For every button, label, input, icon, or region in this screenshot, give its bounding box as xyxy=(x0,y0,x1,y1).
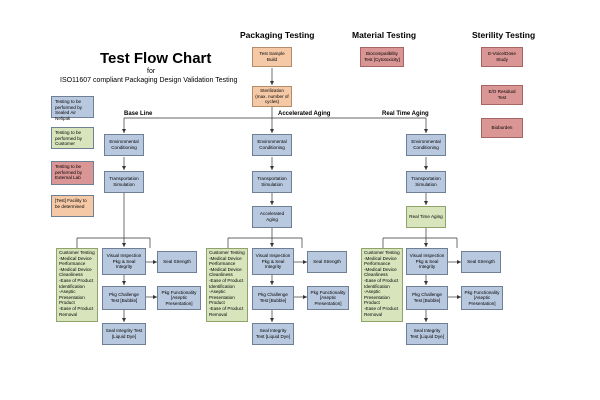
biocompatibility-box: Biocompatibility Test [Cytotoxicity] xyxy=(360,47,404,67)
customer-testing-line: Product xyxy=(364,300,380,306)
accel-visual-inspection-box: Visual Inspection Pkg & Seal Integrity xyxy=(252,248,294,275)
customer-testing-line: Identification xyxy=(59,283,85,289)
customer-testing-line: -Aseptic xyxy=(59,289,76,295)
eo-dose-study-box: E-Voice/Dose Study xyxy=(481,47,523,67)
customer-testing-line: -Aseptic xyxy=(209,289,226,295)
customer-testing-line: Removal xyxy=(59,311,78,317)
base-transport-sim-box: Transportation Simulation xyxy=(104,171,144,193)
legend-sealed-air: Testing to be performed by Sealed Air Ne… xyxy=(51,96,94,121)
legend-tbd: [Test] Facility to be determined xyxy=(51,195,94,217)
header-packaging: Packaging Testing xyxy=(240,30,315,40)
accel-pkg-functionality-box: Pkg Functionality [Aseptic Presentation] xyxy=(307,286,349,310)
customer-testing-line: -Medical Device xyxy=(364,255,397,261)
customer-testing-line: -Ease of Product xyxy=(209,305,244,311)
customer-testing-line: -Ease of Product xyxy=(59,305,94,311)
real-pkg-challenge-box: Pkg Challenge Test [Bubble] xyxy=(406,286,448,310)
customer-testing-line: Removal xyxy=(364,311,383,317)
accel-env-conditioning-box: Environmental Conditioning xyxy=(252,134,292,156)
eo-residual-box: E/O Residual Test xyxy=(481,85,523,105)
customer-testing-line: Presentation xyxy=(364,294,390,300)
customer-testing-line: -Medical Device xyxy=(59,266,92,272)
real-transport-sim-box: Transportation Simulation xyxy=(406,171,446,193)
customer-testing-line: -Medical Device xyxy=(209,266,242,272)
customer-testing-line: -Medical Device xyxy=(209,255,242,261)
customer-testing-line: -Medical Device xyxy=(59,255,92,261)
subtitle-for: for xyxy=(147,68,156,75)
base-visual-inspection-box: Visual Inspection Pkg & Seal Integrity xyxy=(102,248,146,275)
bioburden-box: Bioburden xyxy=(481,118,523,138)
real-seal-integrity-box: Seal Integrity Test [Liquid Dye] xyxy=(406,323,448,345)
accel-pkg-challenge-box: Pkg Challenge Test [Bubble] xyxy=(252,286,294,310)
customer-testing-line: -Ease of Product xyxy=(209,277,244,283)
customer-testing-line: -Medical Device xyxy=(364,266,397,272)
customer-testing-line: Customer Testing xyxy=(209,250,245,255)
customer-testing-line: -Aseptic xyxy=(364,289,381,295)
base-pkg-challenge-box: Pkg Challenge Test [Bubble] xyxy=(102,286,146,310)
real-seal-strength-box: Seal Strength xyxy=(461,251,501,273)
label-base-line: Base Line xyxy=(124,111,153,117)
customer-testing-line: -Ease of Product xyxy=(364,305,399,311)
customer-testing-line: -Ease of Product xyxy=(364,277,399,283)
accel-seal-strength-box: Seal Strength xyxy=(307,251,347,273)
legend-external-lab: Testing to be performed by External Lab xyxy=(51,161,94,185)
customer-testing-line: Customer Testing xyxy=(364,250,400,255)
label-real-time-aging: Real Time Aging xyxy=(382,111,429,117)
base-env-conditioning-box: Environmental Conditioning xyxy=(104,134,144,156)
customer-testing-line: Performance xyxy=(59,261,86,267)
customer-testing-line: Product xyxy=(59,300,75,306)
customer-testing-line: Cleanliness xyxy=(209,272,233,278)
legend-customer: Testing to be performed by Customer xyxy=(51,127,94,149)
real-pkg-functionality-box: Pkg Functionality [Aseptic Presentation] xyxy=(461,286,503,310)
customer-testing-line: Product xyxy=(209,300,225,306)
base-seal-strength-box: Seal Strength xyxy=(157,251,197,273)
customer-testing-line: Customer Testing xyxy=(59,250,95,255)
base-seal-integrity-box: Seal Integrity Test [Liquid Dye] xyxy=(102,323,146,345)
header-sterility: Sterility Testing xyxy=(472,30,536,40)
customer-testing-line: Performance xyxy=(364,261,391,267)
header-material: Material Testing xyxy=(352,30,417,40)
accel-seal-integrity-box: Seal Integrity Test [Liquid Dye] xyxy=(252,323,294,345)
accel-transport-sim-box: Transportation Simulation xyxy=(252,171,292,193)
accel-aging-box: Accelerated Aging xyxy=(252,206,292,228)
sterilization-box: Sterilization (max. number of cycles) xyxy=(252,86,292,107)
customer-testing-line: Presentation xyxy=(209,294,235,300)
customer-testing-line: Identification xyxy=(209,283,235,289)
test-sample-build-box: Test Sample Build xyxy=(252,47,292,67)
subtitle-line: ISO11607 compliant Packaging Design Vali… xyxy=(60,77,238,84)
base-pkg-functionality-box: Pkg Functionality [Aseptic Presentation] xyxy=(157,286,201,310)
chart-title: Test Flow Chart xyxy=(100,50,212,67)
customer-testing-line: Presentation xyxy=(59,294,85,300)
real-env-conditioning-box: Environmental Conditioning xyxy=(406,134,446,156)
customer-testing-line: Cleanliness xyxy=(59,272,83,278)
real-aging-box: Real Time Aging xyxy=(406,206,446,228)
real-visual-inspection-box: Visual Inspection Pkg & Seal Integrity xyxy=(406,248,448,275)
customer-testing-line: Cleanliness xyxy=(364,272,388,278)
customer-testing-line: Identification xyxy=(364,283,390,289)
customer-testing-line: Removal xyxy=(209,311,228,317)
label-accelerated-aging: Accelerated Aging xyxy=(278,111,331,117)
customer-testing-line: -Ease of Product xyxy=(59,277,94,283)
customer-testing-line: Performance xyxy=(209,261,236,267)
